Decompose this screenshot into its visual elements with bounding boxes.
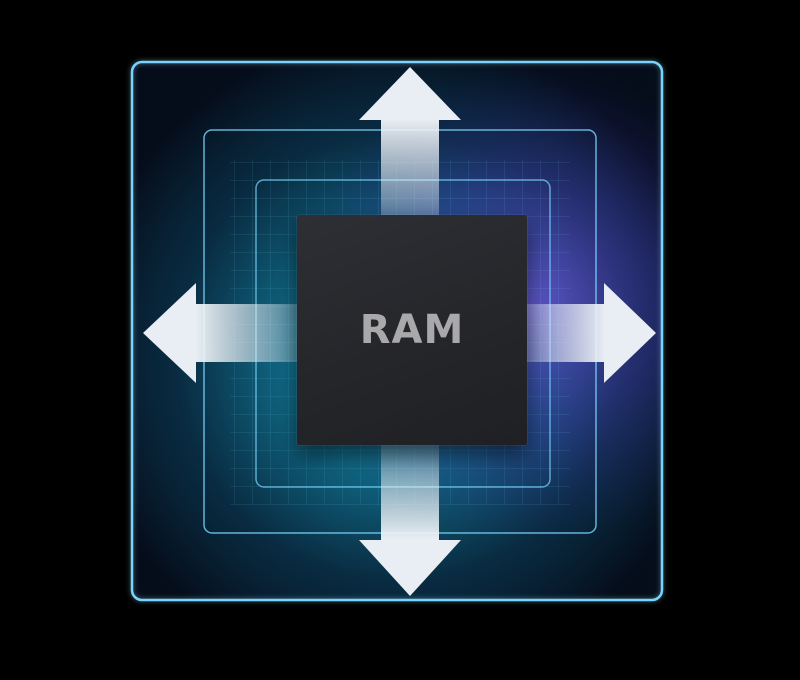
arrow-down-icon (359, 440, 461, 596)
board-border-glow (129, 59, 665, 603)
arrow-right-icon (518, 283, 656, 383)
chip-label: RAM (359, 307, 465, 353)
arrow-up-icon (359, 67, 461, 228)
ram-chip: RAM (297, 215, 527, 445)
arrow-left-icon (143, 283, 305, 383)
